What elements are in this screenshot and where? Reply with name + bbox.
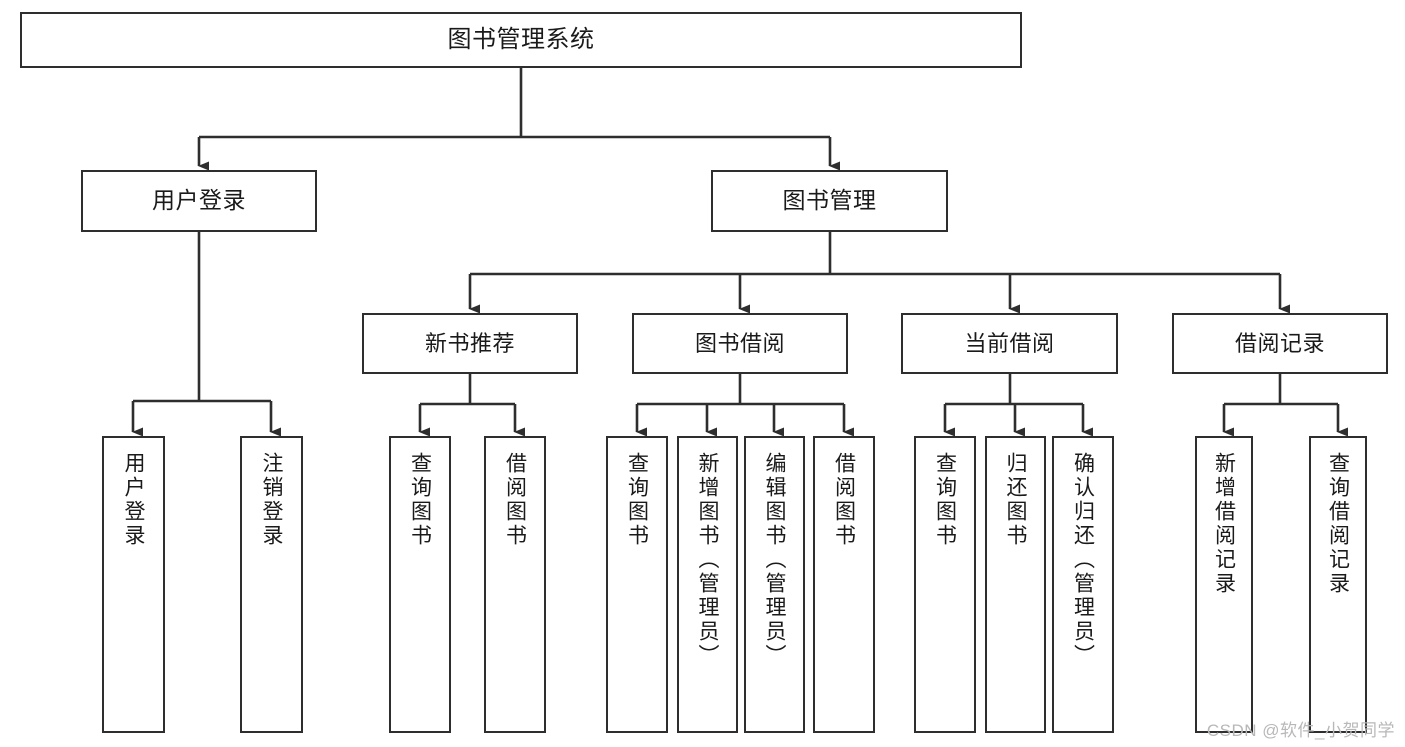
node-label: 归还图书: [1004, 452, 1027, 548]
leaf-book-borrow-borrow-book[interactable]: 借阅图书: [813, 436, 875, 733]
node-label: 借阅图书: [832, 452, 856, 548]
node-label: 图书管理: [782, 187, 877, 214]
node-label: 当前借阅: [964, 330, 1055, 356]
node-user-login[interactable]: 用户登录: [81, 170, 317, 232]
csdn-watermark: CSDN @软件_小贺同学: [1206, 721, 1395, 740]
node-label: 新增借阅记录: [1212, 452, 1236, 596]
node-label: 确认归还（管理员）: [1071, 452, 1095, 668]
leaf-book-borrow-edit-book-admin[interactable]: 编辑图书（管理员）: [744, 436, 805, 733]
node-label: 借阅图书: [503, 452, 527, 548]
leaf-borrow-record-add-record[interactable]: 新增借阅记录: [1195, 436, 1253, 733]
leaf-user-login-logout[interactable]: 注销登录: [240, 436, 303, 733]
node-label: 新增图书（管理员）: [696, 452, 719, 668]
node-label: 图书管理系统: [447, 25, 595, 53]
node-label: 借阅记录: [1234, 330, 1325, 356]
node-label: 查询图书: [408, 452, 432, 548]
leaf-book-borrow-add-book-admin[interactable]: 新增图书（管理员）: [677, 436, 738, 733]
node-root-system[interactable]: 图书管理系统: [20, 12, 1022, 68]
node-new-book-recommend[interactable]: 新书推荐: [362, 313, 578, 374]
node-current-borrow[interactable]: 当前借阅: [901, 313, 1118, 374]
leaf-new-book-borrow-book[interactable]: 借阅图书: [484, 436, 546, 733]
node-borrow-record[interactable]: 借阅记录: [1172, 313, 1388, 374]
node-label: 编辑图书（管理员）: [763, 452, 786, 668]
node-book-borrow[interactable]: 图书借阅: [632, 313, 848, 374]
node-label: 注销登录: [260, 452, 283, 548]
node-label: 新书推荐: [424, 330, 515, 356]
node-label: 查询借阅记录: [1326, 452, 1350, 596]
node-label: 用户登录: [122, 452, 145, 548]
leaf-current-borrow-confirm-return-admin[interactable]: 确认归还（管理员）: [1052, 436, 1114, 733]
leaf-current-borrow-return-book[interactable]: 归还图书: [985, 436, 1046, 733]
leaf-borrow-record-query-record[interactable]: 查询借阅记录: [1309, 436, 1367, 733]
node-book-management[interactable]: 图书管理: [711, 170, 948, 232]
leaf-new-book-query-book[interactable]: 查询图书: [389, 436, 451, 733]
node-label: 图书借阅: [694, 330, 785, 356]
node-label: 查询图书: [625, 452, 649, 548]
leaf-current-borrow-query-book[interactable]: 查询图书: [914, 436, 976, 733]
leaf-user-login-login[interactable]: 用户登录: [102, 436, 165, 733]
leaf-book-borrow-query-book[interactable]: 查询图书: [606, 436, 668, 733]
node-label: 查询图书: [933, 452, 957, 548]
node-label: 用户登录: [152, 187, 246, 214]
